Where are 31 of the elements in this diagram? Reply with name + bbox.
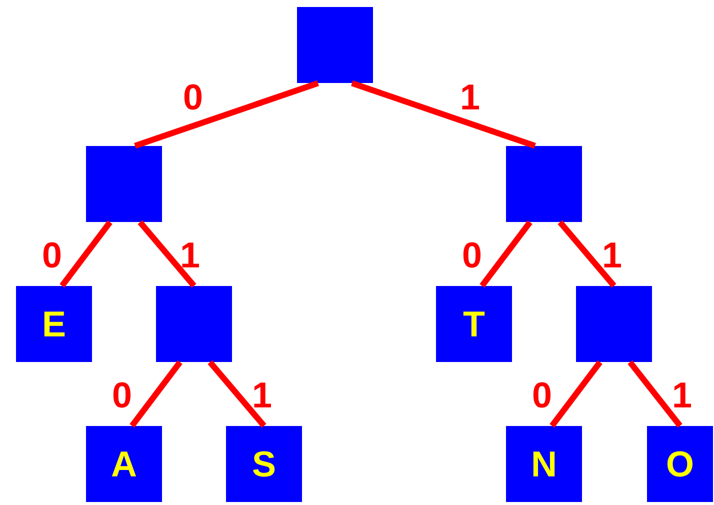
edge-label: 1 [462,84,479,110]
empty-box [156,286,232,362]
tree-branch [208,360,266,428]
edge-label: 0 [43,242,61,268]
empty-box [86,146,162,222]
tree-branch [138,220,196,288]
edge-label: 0 [184,84,202,110]
tree-branch [558,220,616,288]
edge-label: 1 [182,242,199,268]
letter-box: E [16,286,92,362]
empty-box [576,286,652,362]
edge-label: 0 [113,382,131,408]
letter-box: A [86,426,162,502]
tree-branch [60,220,112,288]
tree-branch [134,80,319,149]
empty-box [297,7,373,83]
letter-box: S [226,426,302,502]
tree-branch [480,220,532,288]
letter-box: N [506,426,582,502]
edge-label: 1 [604,242,621,268]
tree-branch [628,360,682,428]
edge-label: 0 [533,382,551,408]
edge-label: 0 [463,242,481,268]
tree-branch [351,80,536,149]
letter-box: O [647,426,713,502]
empty-box [506,146,582,222]
edge-label: 1 [254,382,271,408]
letter-box: T [436,286,512,362]
tree-branch [550,360,602,428]
tree-branch [130,360,182,428]
edge-label: 1 [674,382,691,408]
